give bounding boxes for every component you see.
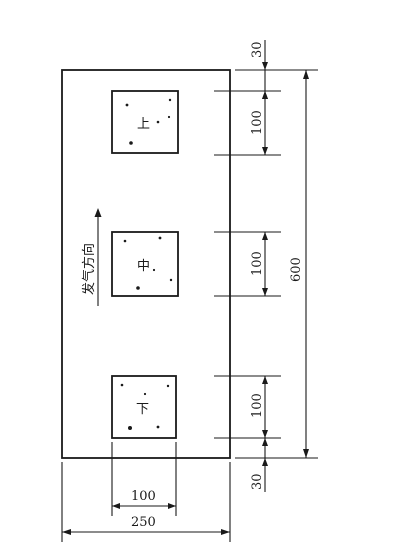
dim-total-height: 600 xyxy=(289,70,309,458)
dim-total-width: 250 xyxy=(62,515,230,535)
extension-lines-right xyxy=(214,69,318,459)
label-middle: 中 xyxy=(137,259,150,274)
sample-square-middle: 中 xyxy=(111,231,179,297)
dim-sample-width-text: 100 xyxy=(131,489,156,504)
dim-total-height-text: 600 xyxy=(289,257,304,282)
specimen-board xyxy=(61,69,231,459)
dim-sample-height-middle: 100 xyxy=(250,232,268,296)
dim-bottom-margin-text: 30 xyxy=(250,473,265,490)
extension-lines-bottom xyxy=(61,442,231,542)
dim-sample-height-top-text: 100 xyxy=(250,110,265,135)
gas-direction-label: 发气方向 xyxy=(81,243,97,295)
dim-sample-height-middle-text: 100 xyxy=(250,251,265,276)
dim-top-margin-text: 30 xyxy=(250,41,265,58)
dim-total-width-text: 250 xyxy=(131,515,156,530)
dim-sample-height-top: 100 xyxy=(250,91,268,155)
label-bottom: 下 xyxy=(136,402,149,417)
sample-square-bottom: 下 xyxy=(111,375,177,439)
dim-bottom-margin: 30 xyxy=(250,438,268,492)
label-top: 上 xyxy=(137,117,150,132)
sample-square-top: 上 xyxy=(111,90,179,154)
gas-direction-indicator: 发气方向 xyxy=(81,208,102,306)
dim-sample-width: 100 xyxy=(112,489,176,509)
dim-sample-height-bottom: 100 xyxy=(250,376,268,438)
dim-sample-height-bottom-text: 100 xyxy=(250,393,265,418)
